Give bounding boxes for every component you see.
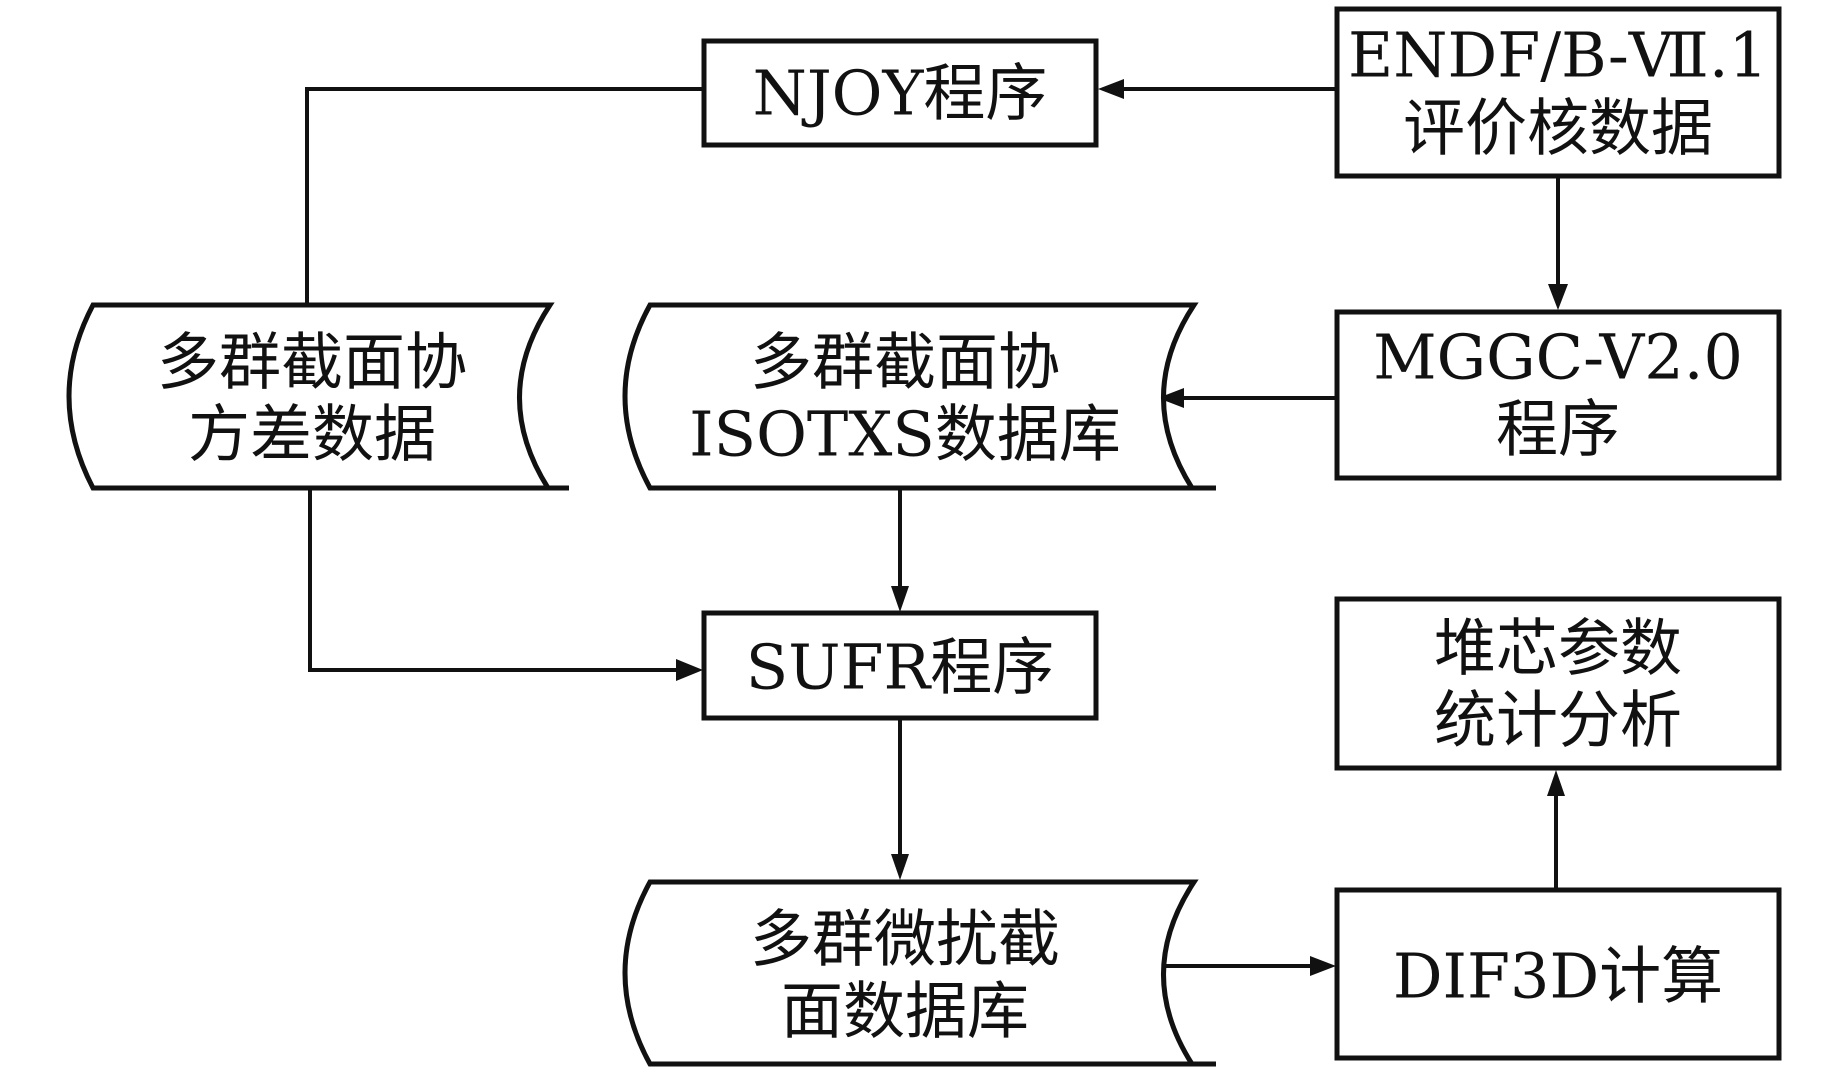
node-endf-line-1: ENDF/B-Ⅶ.1 (1348, 19, 1768, 92)
node-stats-line-2: 统计分析 (1434, 684, 1682, 757)
node-njoy-program: NJOY程序 (701, 38, 1099, 148)
node-perturbed-line-2: 面数据库 (781, 975, 1029, 1048)
node-core-parameter-statistics: 堆芯参数 统计分析 (1334, 596, 1782, 771)
edge-endf-to-mggc (1548, 176, 1568, 310)
node-stats-line-1: 堆芯参数 (1434, 612, 1682, 685)
node-covariance-line-2: 方差数据 (188, 398, 436, 471)
node-isotxs-database: 多群截面协 ISOTXS数据库 (622, 302, 1216, 491)
node-covariance-data: 多群截面协 方差数据 (66, 302, 569, 491)
edge-covariance-to-sufr (308, 488, 703, 681)
edge-mggc-to-isotxs (1158, 388, 1337, 408)
node-sufr-label: SUFR程序 (746, 631, 1054, 704)
node-dif3d-calculation: DIF3D计算 (1334, 887, 1782, 1061)
node-mggc-program: MGGC-V2.0 程序 (1334, 309, 1782, 481)
node-covariance-line-1: 多群截面协 (157, 326, 467, 399)
node-sufr-program: SUFR程序 (701, 610, 1099, 721)
node-perturbed-line-1: 多群微扰截 (750, 903, 1060, 976)
node-perturbed-cross-section-database: 多群微扰截 面数据库 (622, 879, 1216, 1067)
node-mggc-line-1: MGGC-V2.0 (1373, 321, 1743, 394)
node-endf-line-2: 评价核数据 (1403, 92, 1713, 165)
node-endf-evaluated-data: ENDF/B-Ⅶ.1 评价核数据 (1334, 6, 1782, 179)
node-isotxs-line-2: ISOTXS数据库 (689, 398, 1121, 471)
edge-perturbed-to-dif3d (1160, 956, 1336, 976)
edge-dif3d-to-stats (1547, 770, 1565, 890)
edge-endf-to-njoy (1098, 79, 1337, 99)
edge-sufr-to-perturbed (891, 718, 909, 880)
node-dif3d-label: DIF3D计算 (1393, 940, 1723, 1013)
edge-njoy-to-covariance (305, 87, 704, 305)
edge-isotxs-to-sufr (891, 488, 909, 612)
node-mggc-line-2: 程序 (1496, 393, 1620, 466)
node-njoy-label: NJOY程序 (753, 57, 1048, 130)
node-isotxs-line-1: 多群截面协 (750, 326, 1060, 399)
